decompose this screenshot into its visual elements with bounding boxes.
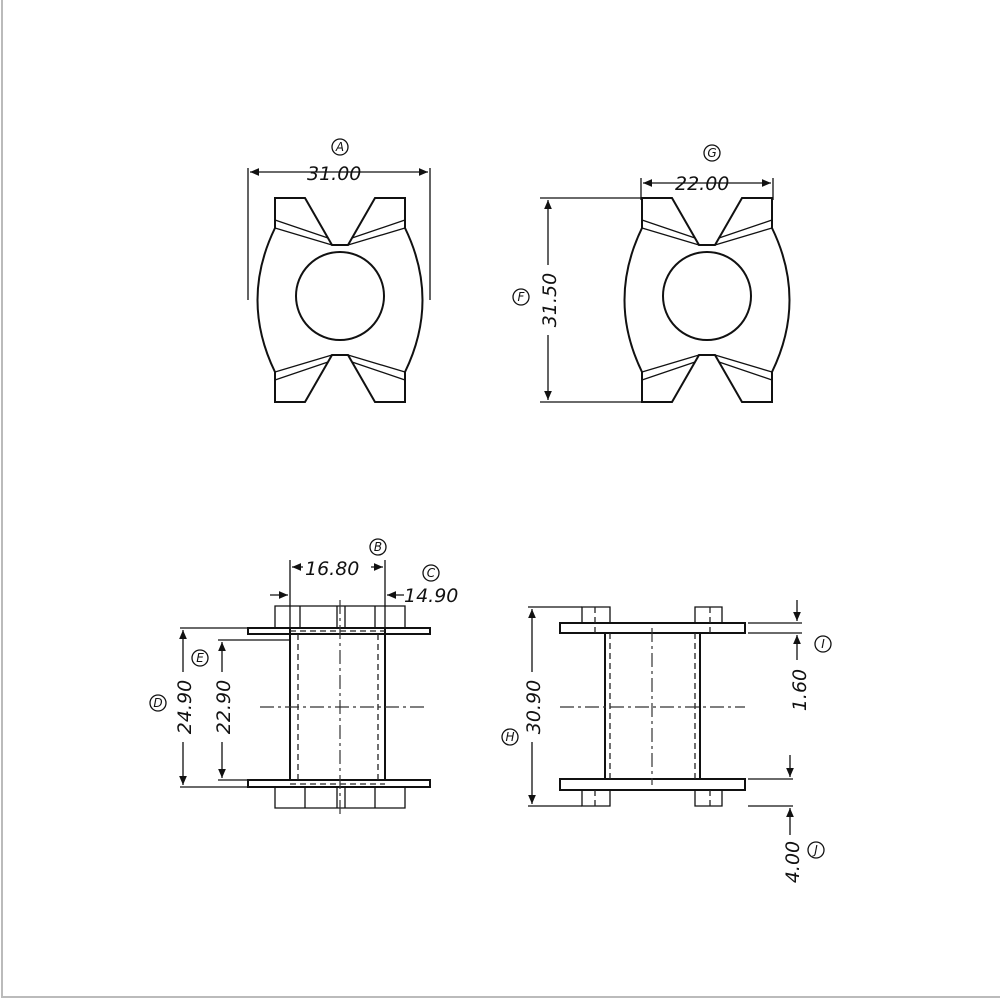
label-j: J <box>812 843 818 857</box>
dimension-e: 22.90 <box>213 680 235 734</box>
side-view-side: 30.90 H 1.60 I 4.00 J <box>501 600 832 883</box>
label-circle-g <box>703 144 721 162</box>
dimension-b: 16.80 <box>305 558 359 580</box>
dimension-g: 22.00 <box>675 173 729 195</box>
dimension-a: 31.00 <box>307 163 361 185</box>
dimension-i: 1.60 <box>789 669 811 711</box>
label-e: E <box>196 651 204 665</box>
label-f: F <box>518 290 526 304</box>
dimension-c: 14.90 <box>404 585 458 607</box>
dimension-h: 30.90 <box>523 680 545 734</box>
dimension-j: 4.00 <box>782 841 804 883</box>
label-a: A <box>335 140 344 154</box>
dimension-f: 31.50 <box>539 273 561 327</box>
dimension-d: 24.90 <box>174 680 196 734</box>
label-g: G <box>707 146 716 160</box>
label-i: I <box>821 637 825 651</box>
label-circle-a <box>331 138 349 156</box>
top-view-left: A 31.00 <box>247 138 431 403</box>
label-b: B <box>374 540 382 554</box>
label-circle-f <box>512 288 530 306</box>
top-view-right: G 22.00 31.50 F <box>512 144 791 403</box>
core-hole <box>295 251 385 341</box>
core-hole <box>662 251 752 341</box>
side-view-front: 16.80 B 14.90 C 24.90 D 22.90 E <box>149 538 458 815</box>
label-d: D <box>153 696 162 710</box>
label-c: C <box>427 566 436 580</box>
label-h: H <box>505 730 514 744</box>
